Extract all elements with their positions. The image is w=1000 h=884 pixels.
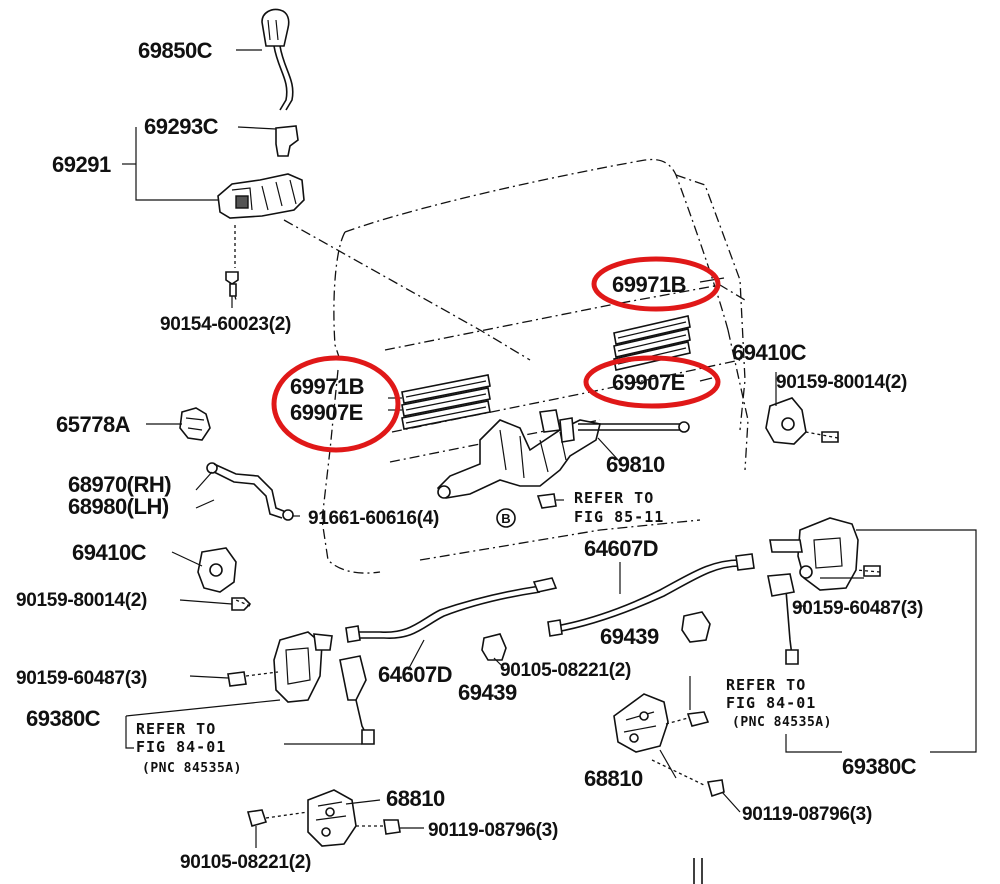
hinge-68810-right [613,693,669,753]
label-69907e-left: 69907E [290,400,363,425]
molding-left [401,374,491,430]
refer-to-fig-85-11-line2: FIG 85-11 [574,508,664,526]
bolt-90119-bottom [383,819,401,835]
hinge-68810-bottom [307,789,357,847]
label-90119-right: 90119-08796(3) [742,804,872,825]
cable-64607d [345,553,755,643]
label-90159-60487-left: 90159-60487(3) [16,668,147,689]
label-69971b-left: 69971B [290,374,364,399]
label-90159-60487-right: 90159-60487(3) [792,598,923,619]
label-69907e-right: 69907E [612,370,685,395]
label-90154: 90154-60023(2) [160,314,291,335]
label-69439-right: 69439 [600,624,659,649]
refer-to-fig-84-01-left-line2: FIG 84-01 [136,738,226,756]
label-69410c-right: 69410C [732,340,807,365]
handle-69291 [217,173,305,219]
bolt-90119-right [706,779,725,798]
label-68970: 68970(RH) [68,472,171,497]
clip-69439-left [481,633,507,661]
lock-69380c-right [767,517,859,665]
label-69810: 69810 [606,452,665,477]
handle-69850c [261,8,294,111]
refer-to-fig-84-01-left-line1: REFER TO [136,720,216,738]
clip-69439-right [681,611,711,643]
svg-text:B: B [501,511,510,526]
clip-69293c [275,125,299,157]
bolt-90159-60487-left [227,671,247,687]
label-64607d-bottom: 64607D [378,662,452,687]
part-labels: 69850C 69293C 69291 90154-60023(2) 69971… [16,38,923,873]
label-68980: 68980(LH) [68,494,169,519]
back-door-outline [231,158,749,574]
rod-68970 [206,462,294,521]
label-68810-bottom: 68810 [386,786,445,811]
label-90119-bottom: 90119-08796(3) [428,820,558,841]
label-69380c-left: 69380C [26,706,101,731]
label-64607d-top: 64607D [584,536,658,561]
label-69850c: 69850C [138,38,213,63]
striker-69410c-right [765,397,807,445]
label-69291: 69291 [52,152,111,177]
circle-b-marker: B [496,508,516,528]
refer-to-fig-84-01-left-line3: (PNC 84535A) [142,761,242,776]
highlight-69971b-69907e-left [271,355,401,453]
highlight-ellipses [271,256,721,453]
label-90105-bottom: 90105-08221(2) [180,852,311,873]
label-69410c-left: 69410C [72,540,147,565]
highlight-69971b-top [591,256,721,312]
bolt-90154 [225,271,239,297]
lock-69380c-left [273,631,375,745]
refer-to-fig-84-01-right-line3: (PNC 84535A) [732,715,832,730]
pipe-bottom [693,858,703,884]
label-90105-right: 90105-08221(2) [500,660,631,681]
bolt-90105-right [686,711,710,727]
latch-assembly-69810 [436,409,690,509]
refer-to-fig-84-01-right-line1: REFER TO [726,676,806,694]
label-69293c: 69293C [144,114,219,139]
leader-lines [122,49,977,848]
refer-to-fig-85-11-line1: REFER TO [574,489,654,507]
bolt-90159-80014-left [231,597,252,611]
striker-69410c-left [197,547,237,593]
label-90159-80014-left: 90159-80014(2) [16,590,147,611]
label-90159-80014-right: 90159-80014(2) [776,372,907,393]
clip-65778a [179,407,211,441]
label-69971b-right: 69971B [612,272,686,297]
label-91661: 91661-60616(4) [308,508,439,529]
label-65778a: 65778A [56,412,131,437]
highlight-69907e-right [583,355,721,409]
label-69439-left: 69439 [458,680,517,705]
label-69380c-right: 69380C [842,754,917,779]
refer-to-fig-84-01-right-line2: FIG 84-01 [726,694,816,712]
bolt-90105-bottom [246,809,268,827]
label-68810-right: 68810 [584,766,643,791]
